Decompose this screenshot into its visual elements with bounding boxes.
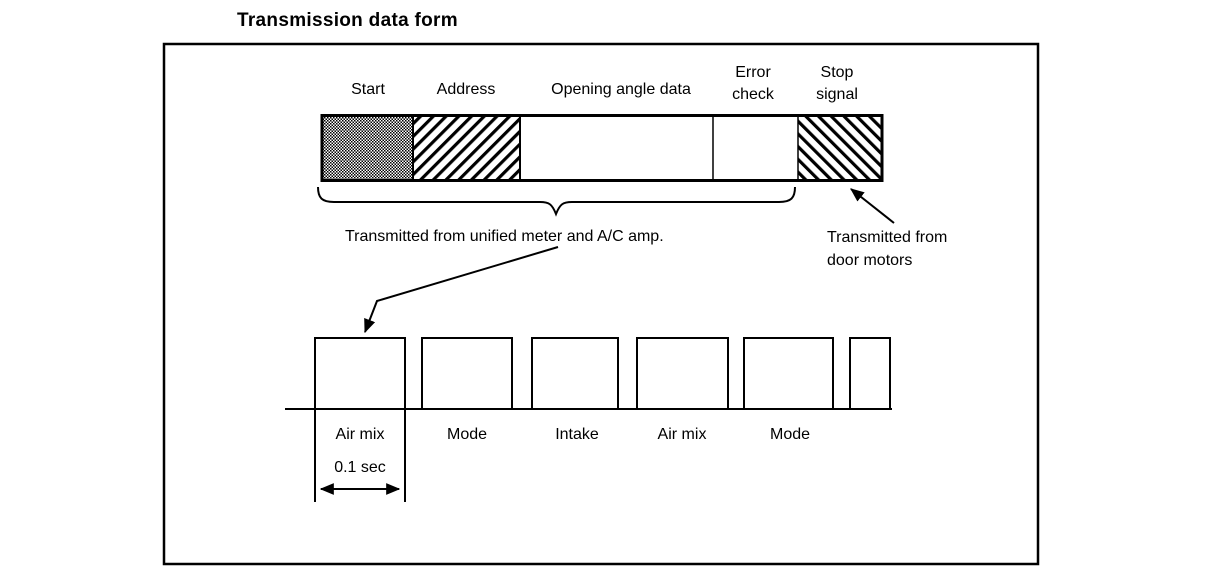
pulse-label-mode-1: Mode [446, 426, 488, 443]
start-segment [322, 116, 413, 180]
stop-signal-segment [798, 116, 882, 180]
opening-angle-segment [520, 116, 713, 180]
door-motors-arrow [850, 188, 895, 224]
pulse-mode-2 [743, 337, 834, 409]
bar-label-address: Address [436, 81, 496, 98]
pulse-label-air-mix-1: Air mix [335, 426, 385, 443]
pulse-air-mix-1 [314, 337, 406, 502]
time-marker-label: 0.1 sec [334, 459, 386, 476]
pulse-label-mode-2: Mode [769, 426, 811, 443]
pulse-mode-1 [421, 337, 513, 409]
pulse-air-mix-2 [636, 337, 729, 409]
bar-label-start: Start [351, 81, 385, 98]
bar-label-opening-angle: Opening angle data [551, 81, 691, 98]
pulse-label-air-mix-2: Air mix [657, 426, 707, 443]
error-check-segment [713, 116, 798, 180]
pulse-intake [531, 337, 619, 409]
pulse-label-intake: Intake [555, 426, 599, 443]
diagram-frame [162, 42, 1040, 566]
door-source-label: Transmitted from door motors [827, 229, 948, 269]
bar-outline [320, 114, 884, 182]
address-segment [413, 116, 520, 180]
pulse-partial [849, 337, 891, 409]
detail-arrow [364, 246, 559, 334]
underbrace [317, 186, 796, 217]
bar-label-stop-signal: Stop signal [816, 64, 858, 103]
page-title: Transmission data form [237, 10, 458, 31]
waveform [285, 337, 892, 502]
data-form-bar [320, 114, 884, 182]
bar-label-error-check: Error check [732, 64, 774, 103]
meter-source-label: Transmitted from unified meter and A/C a… [345, 228, 664, 245]
